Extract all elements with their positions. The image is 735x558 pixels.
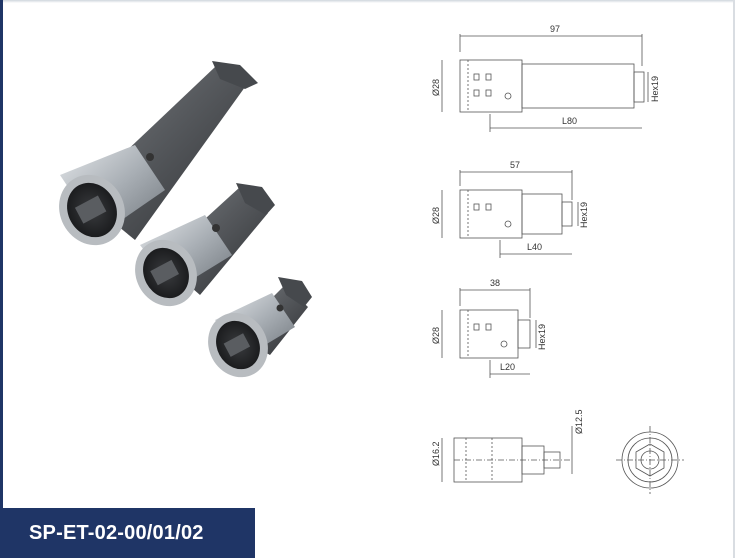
slide-left-bar [0,0,3,558]
dim-diameter: Ø28 [431,207,441,224]
dim-hex: Hex19 [537,324,547,350]
window-top-border [0,0,735,3]
socket-long [59,61,258,246]
socket-medium [135,183,275,307]
dim-length: L80 [562,116,577,126]
drawing-view-medium: 57 Ø28 Hex19 L40 [431,160,589,258]
window-right-border [733,0,735,558]
dim-overall-length: 57 [510,160,520,170]
drawing-view-detail: Ø16.2 Ø12.5 [431,409,684,494]
socket-short [208,277,312,378]
dim-inner-diameter: Ø12.5 [574,409,584,434]
technical-drawing: 97 Ø28 Hex19 L80 57 Ø28 Hex19 L40 [431,24,684,494]
drawing-view-short: 38 Ø28 Hex19 L20 [431,278,547,378]
dim-hex: Hex19 [579,202,589,228]
dim-overall-length: 97 [550,24,560,34]
dim-outer-diameter: Ø16.2 [431,441,441,466]
title-banner: SP-ET-02-00/01/02 [3,508,255,558]
drawing-view-long: 97 Ø28 Hex19 L80 [431,24,660,132]
product-render [59,61,312,378]
dim-overall-length: 38 [490,278,500,288]
dim-hex: Hex19 [650,76,660,102]
dim-length: L40 [527,242,542,252]
product-code-title: SP-ET-02-00/01/02 [29,521,204,544]
dim-length: L20 [500,362,515,372]
dim-diameter: Ø28 [431,327,441,344]
dim-diameter: Ø28 [431,79,441,96]
